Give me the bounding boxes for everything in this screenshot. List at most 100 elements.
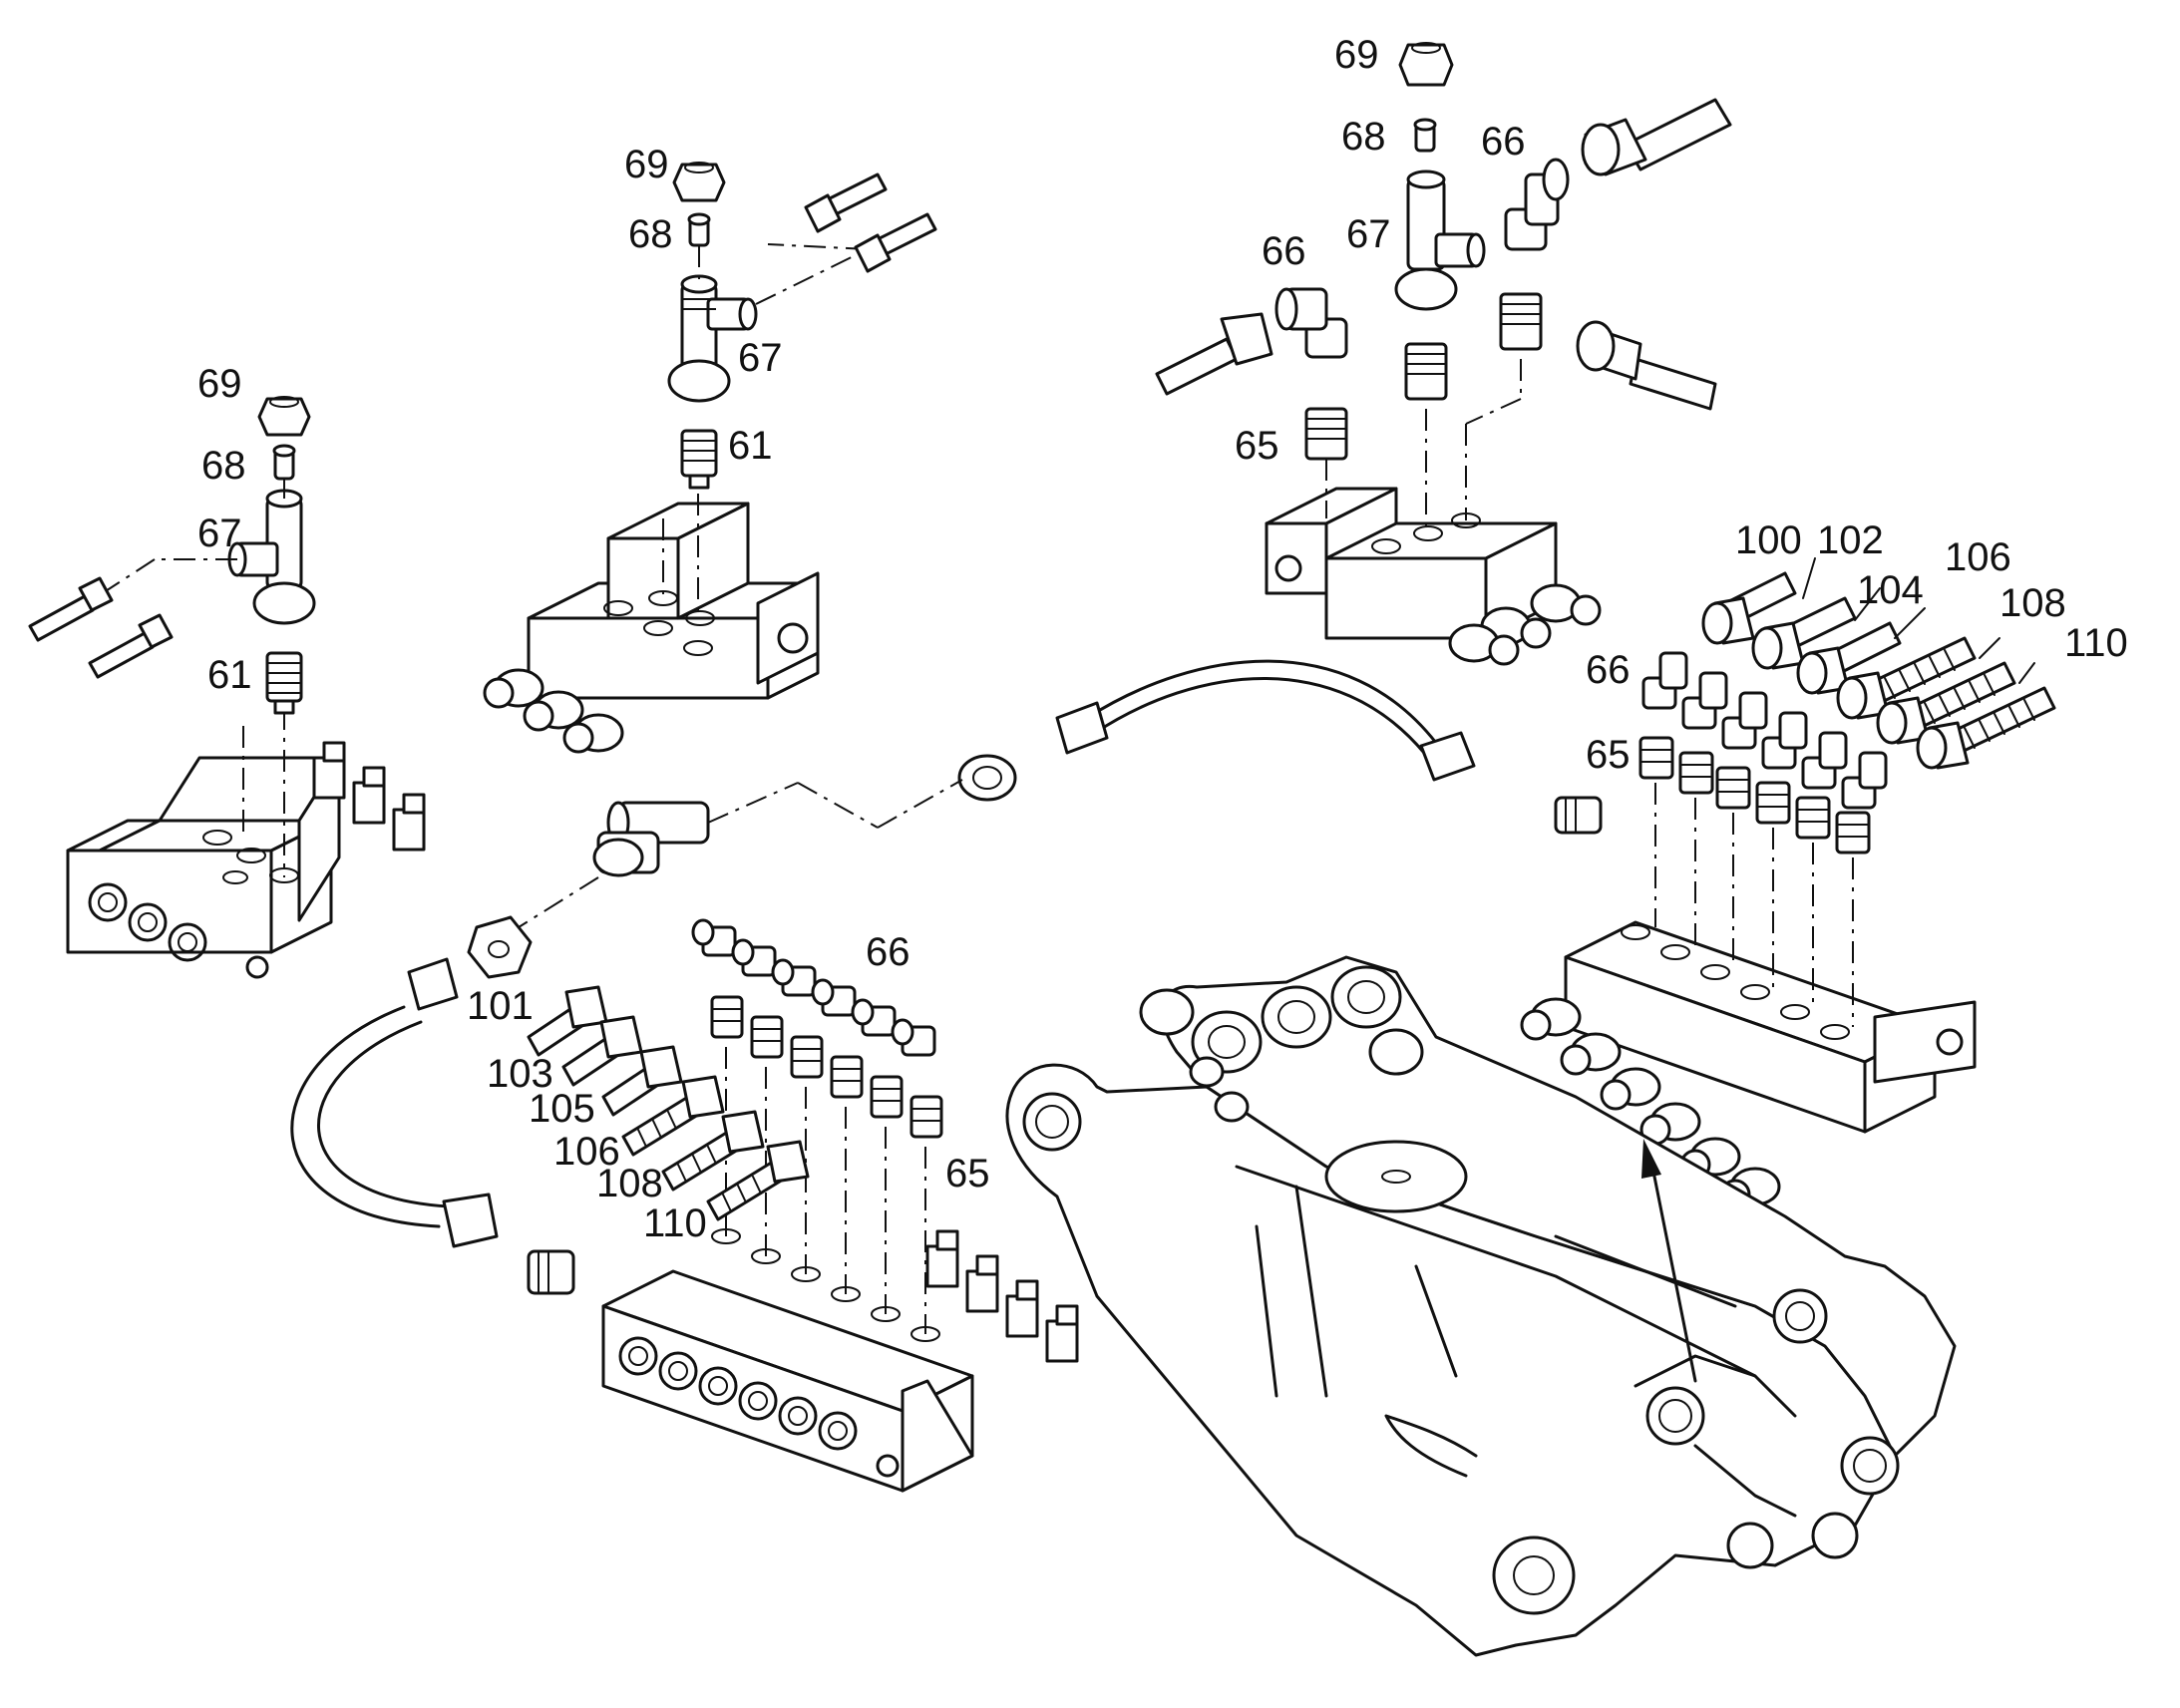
manifold-block-right — [1520, 920, 1977, 1210]
adapter-65 — [1499, 292, 1543, 351]
callout-61: 61 — [728, 424, 773, 468]
callout-105: 105 — [529, 1087, 595, 1131]
grease-nipple-68 — [1413, 118, 1437, 153]
adapter-65 — [750, 1015, 784, 1059]
hose-end — [804, 172, 888, 233]
braided-hose-108 — [1876, 661, 2016, 745]
callout-69: 69 — [624, 143, 669, 186]
callout-65: 65 — [945, 1152, 990, 1196]
braided-hose-110 — [706, 1140, 810, 1221]
outlet-nipple — [1600, 1067, 1661, 1111]
braided-hose-110 — [1916, 686, 2056, 770]
callout-101: 101 — [467, 984, 534, 1028]
tee-fitting-center — [592, 801, 710, 877]
elbow-fitting-66 — [1721, 691, 1768, 750]
callout-68: 68 — [628, 212, 673, 256]
outlet-nipple — [1448, 623, 1520, 666]
outlet-nipple — [925, 1229, 959, 1288]
adapter-65 — [909, 1095, 943, 1139]
elbow-fitting-66 — [1504, 158, 1570, 251]
outlet-nipple — [483, 668, 545, 709]
callout-66: 66 — [1262, 229, 1306, 273]
tee-fitting-67 — [227, 489, 316, 625]
elbow-fitting-66 — [1801, 731, 1848, 790]
adapter-61 — [680, 429, 718, 490]
outlet-nipple — [1005, 1279, 1039, 1338]
hose-end — [854, 212, 937, 273]
adapter-65 — [1404, 342, 1448, 401]
callout-66: 66 — [866, 930, 910, 974]
hydraulic-hose-upper — [1055, 659, 1476, 782]
straight-adapter — [1554, 796, 1603, 835]
elbow-fitting-66 — [1681, 671, 1728, 730]
elbow-fitting-66 — [1641, 651, 1688, 710]
adapter-65 — [1678, 751, 1714, 795]
callout-108: 108 — [1999, 581, 2066, 625]
adapter-65 — [830, 1055, 864, 1099]
adapter-65 — [870, 1075, 904, 1119]
manifold-block-center — [483, 502, 820, 754]
callout-106: 106 — [1945, 535, 2011, 579]
braided-hose-106 — [1836, 636, 1977, 720]
callout-104: 104 — [1857, 568, 1924, 612]
hose-end — [1581, 98, 1732, 176]
hose-end — [88, 613, 174, 679]
cap-nut-69 — [1398, 42, 1454, 87]
callout-103: 103 — [487, 1052, 553, 1096]
straight-adapter — [527, 1249, 575, 1295]
callout-110: 110 — [643, 1201, 707, 1245]
callout-102: 102 — [1817, 518, 1884, 562]
tee-fitting-67 — [1394, 170, 1486, 311]
callout-108: 108 — [596, 1162, 663, 1205]
adapter-65 — [1795, 796, 1831, 840]
adapter-65 — [1304, 407, 1348, 461]
braided-hose-108 — [661, 1110, 765, 1192]
outlet-nipple — [1520, 997, 1582, 1041]
pipe-103 — [561, 1015, 643, 1087]
cap-nut-69 — [672, 162, 726, 202]
callout-65: 65 — [1586, 733, 1631, 777]
hydraulic-hose-lower — [290, 957, 499, 1248]
elbow-fitting-66 — [1841, 751, 1888, 810]
elbow-fitting-66 — [851, 998, 897, 1037]
outlet-nipple — [1530, 583, 1602, 626]
hose-end — [1576, 320, 1717, 411]
manifold-block-bottom — [601, 1228, 1079, 1493]
pipe-105 — [601, 1045, 683, 1117]
callout-69: 69 — [197, 362, 242, 406]
pipe-101 — [527, 985, 608, 1057]
callout-65: 65 — [1235, 424, 1279, 468]
swivel-nut — [957, 754, 1017, 802]
adapter-65 — [1835, 811, 1871, 854]
braided-hose-106 — [621, 1075, 725, 1157]
pipe-100 — [1701, 571, 1797, 645]
callout-100: 100 — [1735, 518, 1802, 562]
outlet-nipple — [1045, 1304, 1079, 1363]
elbow-fitting-66 — [771, 958, 817, 997]
adapter-65 — [710, 995, 744, 1039]
adapter-65 — [790, 1035, 824, 1079]
outlet-nipple — [392, 793, 426, 852]
cap-nut-69 — [257, 396, 311, 437]
outlet-nipple — [312, 741, 346, 800]
hose-end — [1155, 312, 1273, 396]
adapter-65 — [1715, 766, 1751, 810]
adapter-61 — [265, 651, 303, 715]
callout-69: 69 — [1334, 33, 1379, 77]
manifold-block-top-right — [1265, 487, 1602, 666]
elbow-fitting-66 — [1274, 287, 1348, 359]
pipe-102 — [1751, 596, 1857, 670]
adapter-65 — [1638, 736, 1674, 780]
tee-fitting-67 — [667, 274, 758, 403]
direction-arrow — [1641, 1139, 1697, 1383]
grease-nipple-68 — [272, 444, 296, 481]
boom-assembly — [1005, 955, 1957, 1657]
callout-67: 67 — [738, 336, 783, 380]
callout-106: 106 — [553, 1130, 620, 1174]
callout-61: 61 — [207, 653, 252, 697]
elbow-fitting-66 — [731, 938, 777, 977]
outlet-nipple — [352, 766, 386, 825]
elbow-fitting-66 — [1761, 711, 1808, 770]
elbow-fitting-66 — [811, 978, 857, 1017]
